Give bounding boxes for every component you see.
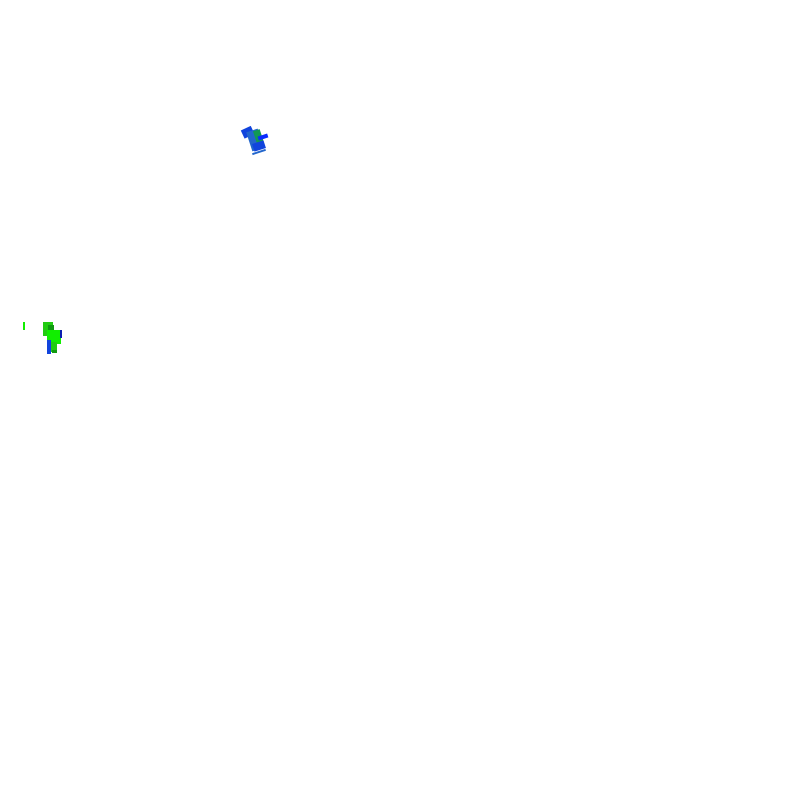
fragment-parts (240, 125, 269, 156)
blue-green-fragment-icon (240, 125, 269, 156)
fragment-block (47, 340, 51, 354)
green-blue-fragment-icon (23, 322, 62, 354)
fragment-block (51, 342, 57, 352)
fragment-block (257, 133, 269, 141)
fragment-parts (23, 322, 62, 354)
fragment-block (252, 140, 266, 152)
fragment-block (52, 350, 57, 353)
fragment-block (60, 330, 62, 338)
fragment-block (252, 148, 266, 156)
fragment-block (48, 325, 54, 333)
fragment-block (23, 322, 25, 330)
